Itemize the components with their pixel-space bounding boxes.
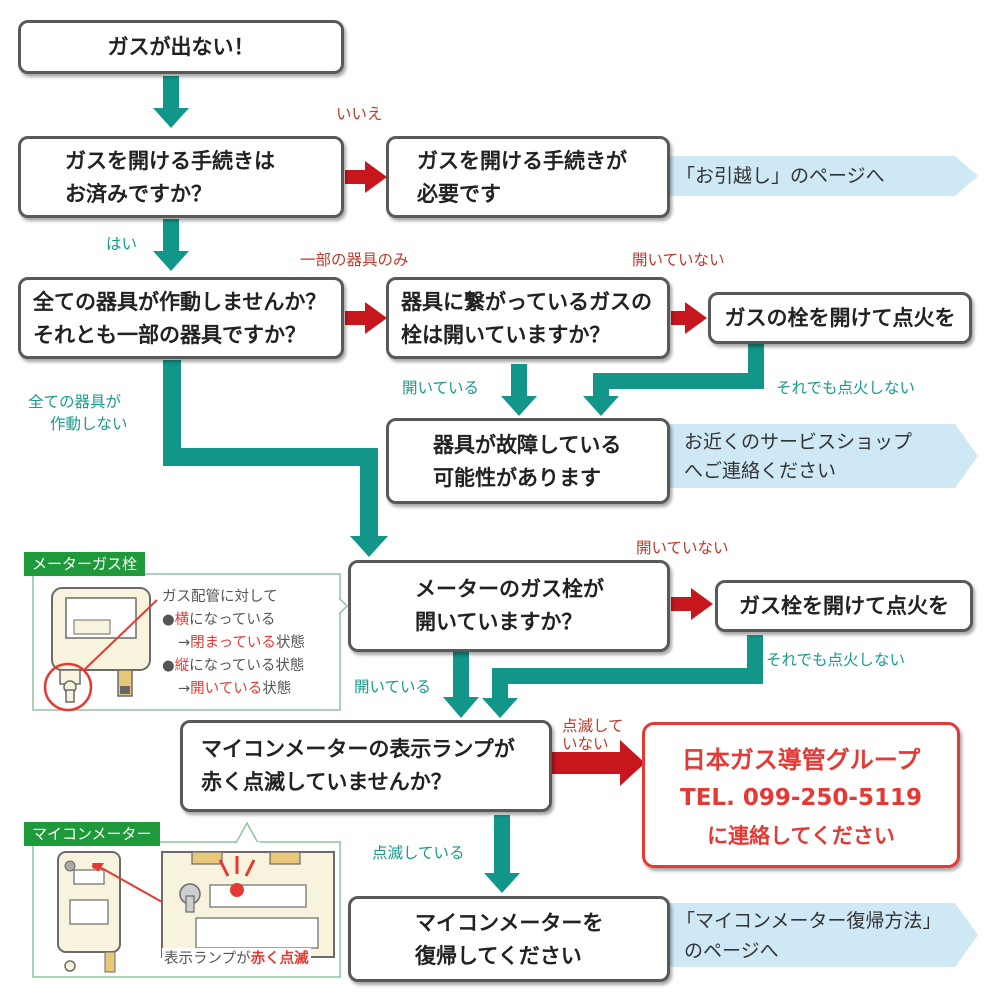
box-procedure-needed-line2: 必要です (417, 182, 501, 206)
box-meter-valve-line2: 開いていますか？ (415, 610, 583, 634)
meter-valve-bullet1: ●横になっている (162, 609, 275, 631)
right-arrow-icon: → (178, 635, 191, 651)
label-open-1: 開いている (402, 379, 480, 397)
contact-please: に連絡してください (707, 824, 895, 848)
label-not-blinking-1: 点滅して (562, 717, 624, 735)
box-contact: 日本ガス導管グループ TEL. 099-250-5119 に連絡してください (642, 722, 960, 868)
contact-tel: TEL. 099-250-5119 (680, 785, 922, 811)
banner-shop-line1[interactable]: お近くのサービスショップ (684, 431, 913, 453)
meter-valve-panel-graphic (32, 573, 349, 712)
box-reset-meter: マイコンメーターを 復帰してください (348, 896, 670, 982)
box-reset-meter-line1: マイコンメーターを (415, 911, 604, 935)
meter-valve-tag: メーターガス栓 (24, 552, 146, 576)
label-all-not-work-2: 作動しない (50, 415, 128, 433)
arrow2-suffix: 状態 (262, 681, 292, 697)
bullet-dot-icon: ● (162, 612, 175, 628)
arrow2-state: 開いている (190, 681, 263, 697)
label-blinking: 点滅している (372, 844, 465, 862)
contact-company: 日本ガス導管グループ (681, 746, 921, 774)
lamp-caption-emph: 赤く点滅 (250, 951, 309, 967)
box-device-fault-line2: 可能性があります (433, 466, 601, 490)
label-partial: 一部の器具のみ (300, 251, 409, 269)
banner-moving-text[interactable]: 「お引越し」のページへ (676, 165, 885, 187)
box-open-valve-ignite: ガスの栓を開けて点火を (708, 292, 972, 344)
lamp-caption: 表示ランプが赤く点滅 (162, 948, 311, 970)
label-not-blinking-2: いない (562, 735, 609, 753)
box-reset-meter-line2: 復帰してください (415, 944, 582, 968)
meter-valve-note: ガス配管に対して (162, 589, 278, 605)
box-lamp-check: マイコンメーターの表示ランプが 赤く点滅していませんか？ (180, 720, 552, 812)
label-all-not-work-1: 全ての器具が (28, 393, 122, 411)
bullet2-char: 縦 (174, 658, 190, 674)
lamp-caption-prefix: 表示ランプが (164, 951, 251, 967)
box-open-meter-valve: ガス栓を開けて点火を (715, 580, 973, 632)
box-meter-valve: メーターのガス栓が 開いていますか？ (348, 560, 670, 652)
box-all-devices-line2: それとも一部の器具ですか？ (33, 323, 306, 347)
label-still-no-fire-2: それでも点火しない (766, 651, 906, 669)
box-lamp-check-line1: マイコンメーターの表示ランプが (201, 737, 515, 761)
meter-valve-bullet2: ●縦になっている状態 (162, 655, 304, 677)
bullet1-rest: になっている (189, 612, 276, 628)
box-device-valve-line1: 器具に繋がっているガスの (401, 290, 652, 314)
label-open-2: 開いている (354, 678, 432, 696)
teal-arrows (153, 76, 764, 893)
box-procedure-needed-line1: ガスを開ける手続きが (417, 149, 627, 173)
meter-valve-arrow1: →閉まっている状態 (178, 632, 305, 654)
right-arrow-icon: → (178, 681, 191, 697)
label-still-no-fire-1: それでも点火しない (776, 379, 916, 397)
banner-shop-shape (668, 424, 978, 488)
arrow1-state: 閉まっている (190, 635, 276, 651)
banner-reset-shape (668, 903, 978, 967)
box-lamp-check-line2: 赤く点滅していませんか？ (201, 770, 452, 794)
box-procedure-done-line1: ガスを開ける手続きは (65, 149, 275, 173)
box-procedure-done-line2: お済みですか？ (65, 182, 212, 206)
banner-reset-line1[interactable]: 「マイコンメーター復帰方法」 (676, 910, 942, 932)
box-gas-out: ガスが出ない！ (18, 20, 344, 74)
label-no: いいえ (336, 105, 383, 123)
box-device-valve-line2: 栓は開いていますか？ (401, 323, 611, 347)
bullet2-rest: になっている状態 (189, 658, 305, 674)
box-all-devices: 全ての器具が作動しませんか？ それとも一部の器具ですか？ (18, 277, 344, 359)
bullet-dot-icon: ● (162, 658, 175, 674)
micom-tag: マイコンメーター (24, 822, 160, 846)
banner-shop-line2[interactable]: へご連絡ください (684, 460, 837, 482)
box-open-meter-valve-text: ガス栓を開けて点火を (739, 593, 949, 618)
label-yes: はい (106, 235, 138, 253)
box-procedure-needed: ガスを開ける手続きが 必要です (386, 136, 670, 218)
red-arrows (345, 161, 713, 786)
label-not-open-2: 開いていない (636, 539, 729, 557)
arrow1-suffix: 状態 (275, 635, 305, 651)
meter-valve-arrow2: →開いている状態 (178, 678, 291, 700)
box-procedure-done: ガスを開ける手続きは お済みですか？ (18, 136, 344, 218)
box-device-fault-line1: 器具が故障している (433, 433, 622, 457)
box-device-valve: 器具に繋がっているガスの 栓は開いていますか？ (386, 277, 670, 359)
box-all-devices-line1: 全ての器具が作動しませんか？ (33, 290, 327, 314)
banner-moving-shape (668, 156, 978, 196)
banner-reset-line2[interactable]: のページへ (684, 940, 779, 962)
box-gas-out-text: ガスが出ない！ (107, 34, 255, 59)
box-meter-valve-line1: メーターのガス栓が (415, 577, 604, 601)
box-open-valve-ignite-text: ガスの栓を開けて点火を (724, 305, 956, 330)
box-device-fault: 器具が故障している 可能性があります (386, 418, 670, 504)
label-not-open-1: 開いていない (632, 251, 725, 269)
bullet1-char: 横 (174, 612, 190, 628)
